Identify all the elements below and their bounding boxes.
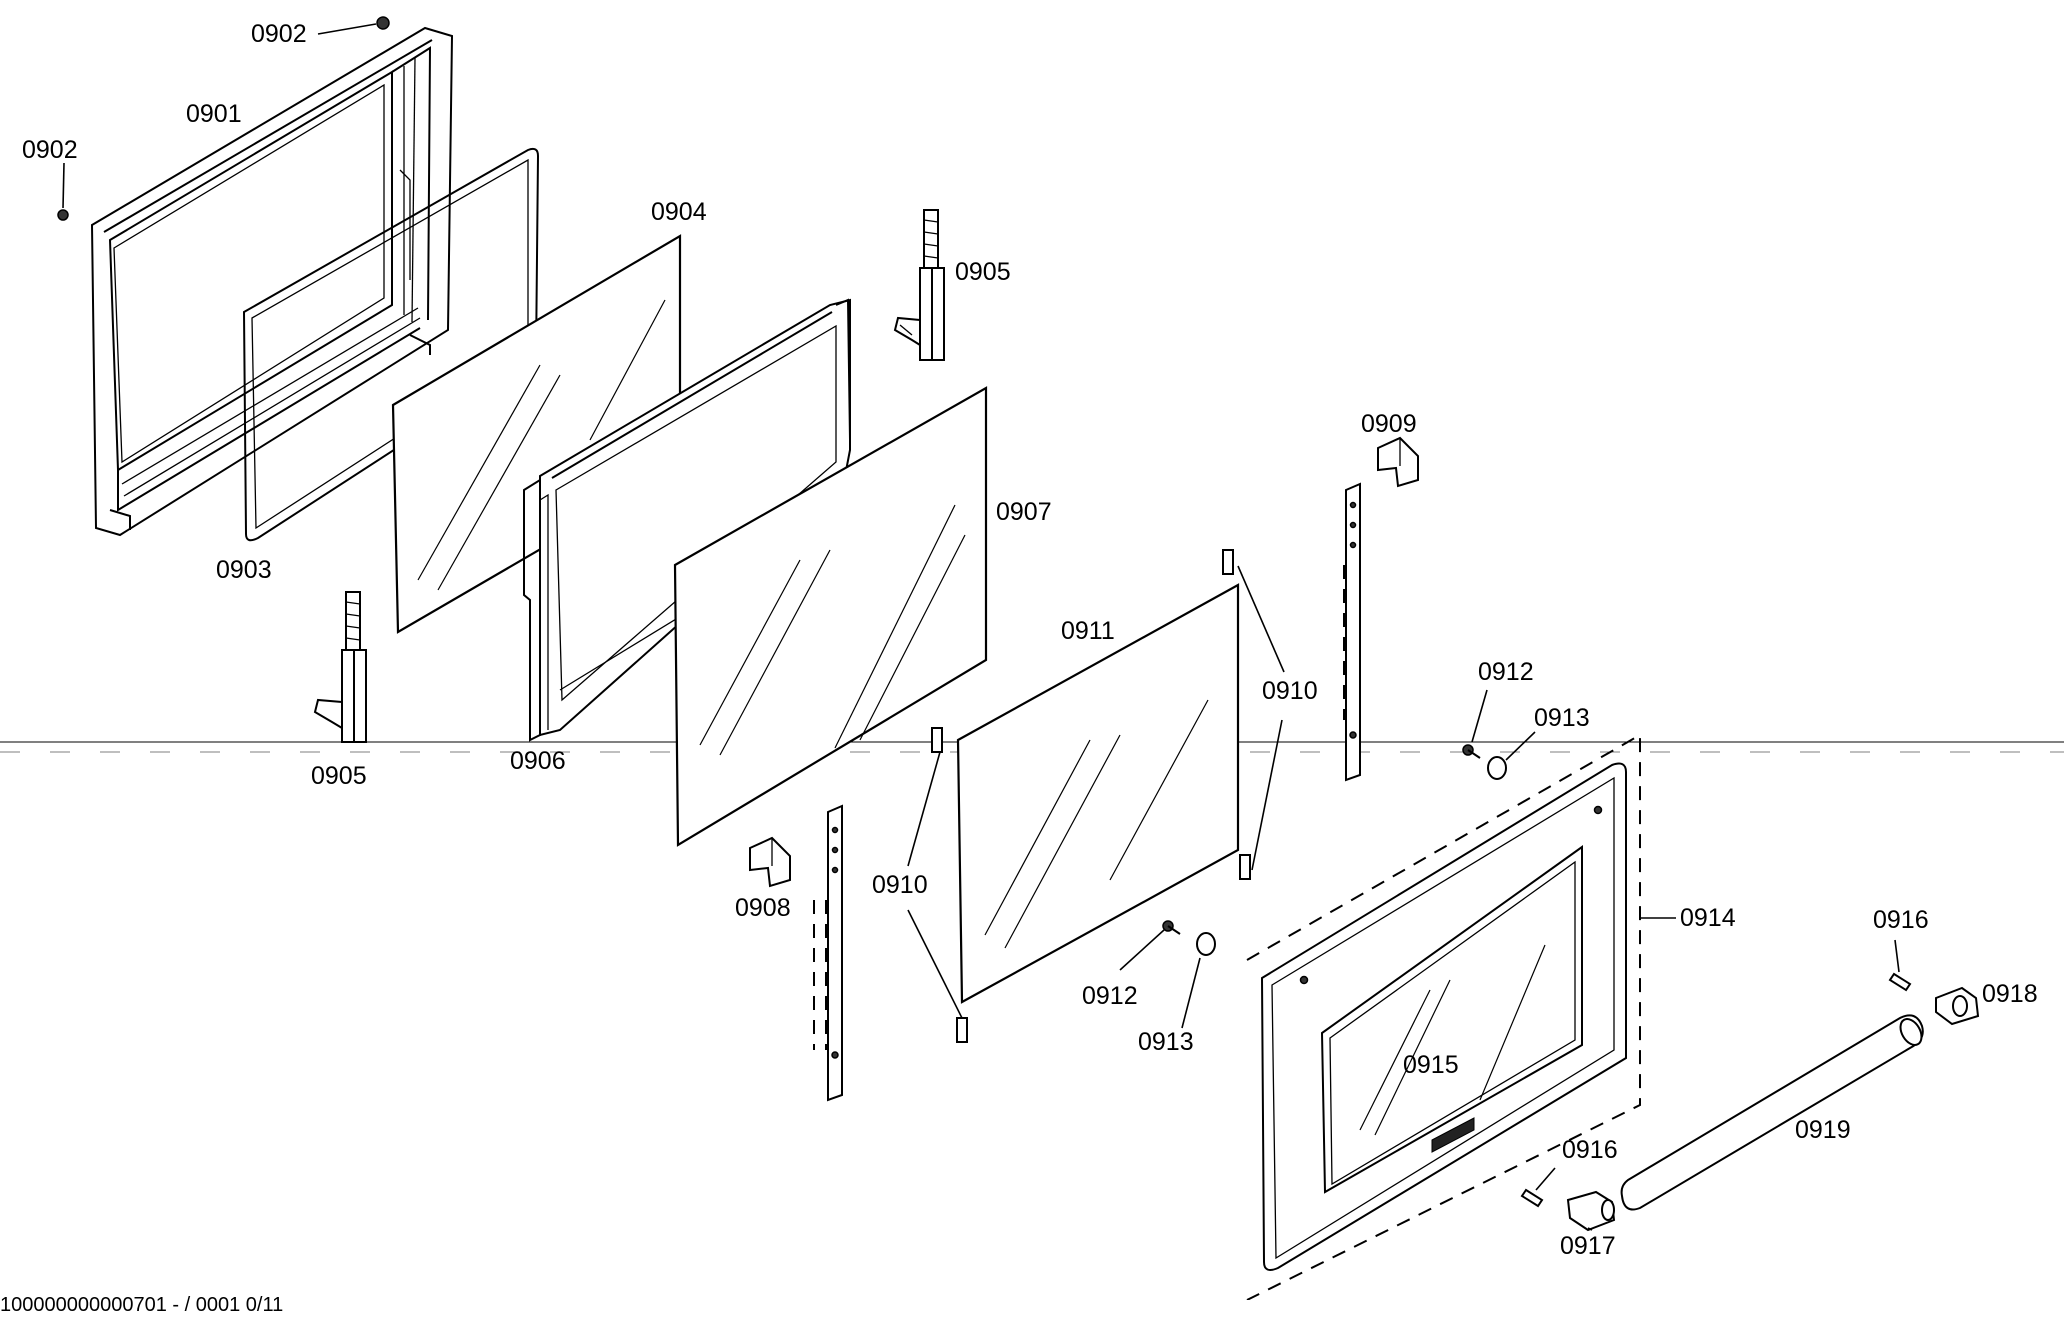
label-0902-top: 0902 <box>251 20 307 48</box>
label-0912-mid: 0912 <box>1082 982 1138 1010</box>
part-0913-cap-mid <box>1196 932 1216 956</box>
part-0905-hinge-top <box>893 209 945 361</box>
part-0909-bracket <box>1377 436 1419 488</box>
label-0913-mid: 0913 <box>1138 1028 1194 1056</box>
label-0919: 0919 <box>1795 1116 1851 1144</box>
part-0916-pin-right <box>1888 972 1912 992</box>
label-0916-right: 0916 <box>1873 906 1929 934</box>
part-0919-handle-bar <box>1620 1014 1924 1211</box>
part-0905-hinge-bottom <box>313 591 367 743</box>
label-0902-left: 0902 <box>22 136 78 164</box>
footer-code: 100000000000701 - / 0001 0/11 <box>0 1294 284 1316</box>
part-0901-door-frame <box>90 26 454 537</box>
label-0908: 0908 <box>735 894 791 922</box>
label-0910-right: 0910 <box>1262 677 1318 705</box>
label-0912-right: 0912 <box>1478 658 1534 686</box>
part-0918-end-cap <box>1935 986 1980 1026</box>
part-0902-screw-top <box>376 16 390 30</box>
part-rail-right <box>1343 482 1361 782</box>
label-0915: 0915 <box>1403 1051 1459 1079</box>
label-0903: 0903 <box>216 556 272 584</box>
part-0910-clips <box>931 549 1251 1043</box>
part-0902-screw-left <box>57 209 69 221</box>
part-0908-bracket <box>749 836 791 888</box>
label-0909: 0909 <box>1361 410 1417 438</box>
label-0906: 0906 <box>510 747 566 775</box>
label-0910-left: 0910 <box>872 871 928 899</box>
label-0901: 0901 <box>186 100 242 128</box>
label-0911: 0911 <box>1061 617 1115 645</box>
label-0917: 0917 <box>1560 1232 1616 1260</box>
label-0904: 0904 <box>651 198 707 226</box>
part-0912-screw-mid <box>1162 920 1181 935</box>
part-0917-end-cap <box>1566 1190 1616 1232</box>
part-0912-screw-right <box>1462 744 1481 759</box>
part-0913-cap-right <box>1487 756 1507 780</box>
label-0916-bottom: 0916 <box>1562 1136 1618 1164</box>
label-0905-bottom: 0905 <box>311 762 367 790</box>
part-0911-glass <box>956 583 1240 1004</box>
part-0914-outer-panel <box>1260 762 1627 1271</box>
label-0913-right: 0913 <box>1534 704 1590 732</box>
part-0914-assembly-outline <box>1246 733 1641 1300</box>
part-0916-pin-bottom <box>1520 1188 1544 1208</box>
label-0907: 0907 <box>996 498 1052 526</box>
label-0905-top: 0905 <box>955 258 1011 286</box>
part-rail-left <box>813 804 843 1102</box>
part-0915-badge <box>1431 1117 1475 1153</box>
leader-lines <box>62 23 1900 1231</box>
label-0918: 0918 <box>1982 980 2038 1008</box>
part-0907-glass <box>673 386 988 847</box>
label-0914: 0914 <box>1680 904 1736 932</box>
